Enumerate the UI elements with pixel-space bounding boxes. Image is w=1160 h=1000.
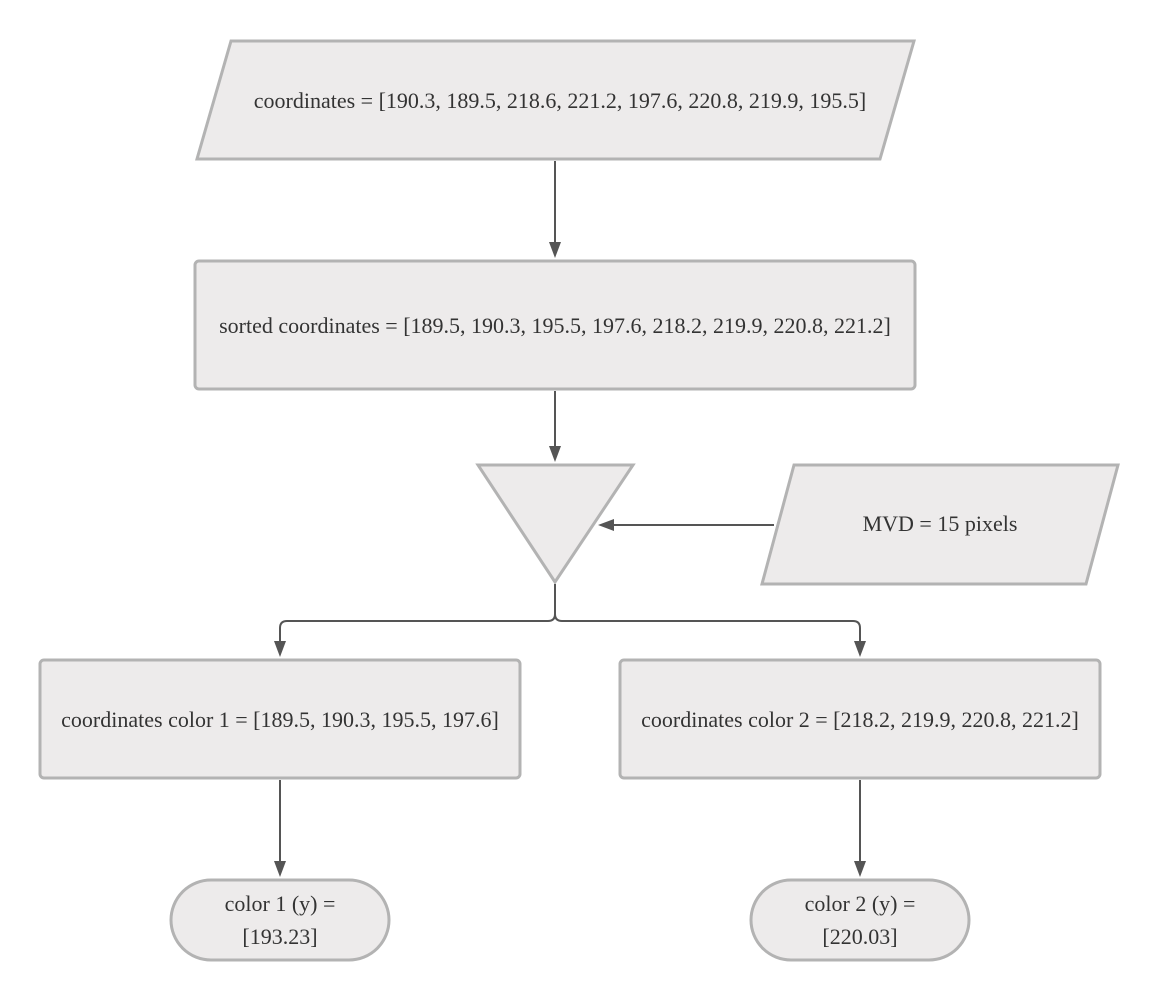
connector-triangle-to-color-2 [554, 584, 861, 643]
input-coordinates-label: coordinates = [190.3, 189.5, 218.6, 221.… [253, 87, 867, 113]
color-2-result-terminal [749, 878, 971, 962]
color-1-result-label: color 1 (y) = [193.23] [224, 891, 336, 949]
coordinates-color-1-label: coordinates color 1 = [189.5, 190.3, 195… [61, 706, 499, 732]
sorted-coordinates-box [193, 259, 917, 391]
arrowhead-mvd-to-triangle [598, 519, 614, 531]
coordinates-color-2-box [618, 658, 1102, 780]
arrowhead-sorted-to-triangle [549, 446, 561, 462]
merge-triangle-label [510, 480, 600, 520]
color-1-result-terminal [169, 878, 391, 962]
mvd-input-label: MVD = 15 pixels [862, 510, 1018, 536]
merge-triangle [475, 463, 636, 585]
coordinates-color-1-box [38, 658, 522, 780]
coordinates-color-2-label: coordinates color 2 = [218.2, 219.9, 220… [641, 706, 1079, 732]
color-2-result-label: color 2 (y) = [220.03] [804, 891, 916, 949]
mvd-input-parallelogram [760, 463, 1120, 586]
arrowhead-triangle-to-color-2 [854, 641, 866, 657]
arrowhead-input-to-sorted [549, 242, 561, 258]
arrowhead-color-1-to-result [274, 861, 286, 877]
input-coordinates-parallelogram [195, 39, 916, 161]
arrowhead-color-2-to-result [854, 861, 866, 877]
arrowhead-triangle-to-color-1 [274, 641, 286, 657]
sorted-coordinates-label: sorted coordinates = [189.5, 190.3, 195.… [219, 312, 891, 338]
connector-triangle-to-color-1 [279, 584, 556, 643]
